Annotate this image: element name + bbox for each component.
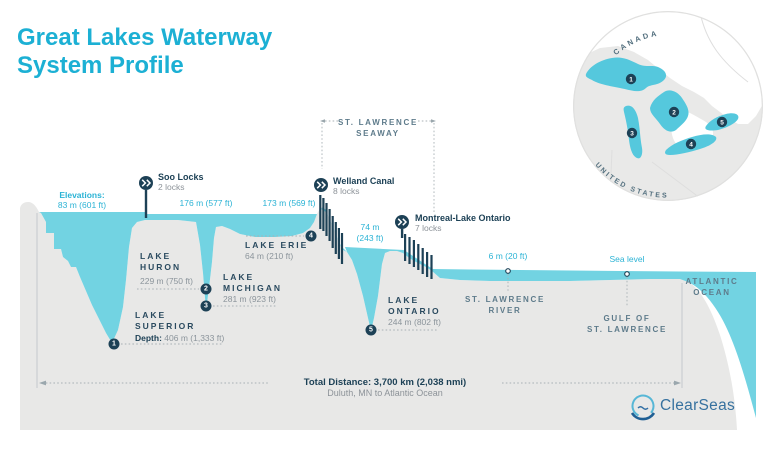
sea-level-label: Sea level xyxy=(609,254,645,264)
st-lawrence-river-label: ST. LAWRENCE RIVER xyxy=(465,295,545,315)
lake-michigan-label: LAKE MICHIGAN xyxy=(223,272,282,293)
map-marker-2: 2 xyxy=(672,109,676,116)
lake-superior-depth: Depth: 406 m (1,333 ft) xyxy=(135,333,225,343)
welland-canal-icon xyxy=(314,178,328,192)
elevation-river: 6 m (20 ft) xyxy=(488,251,528,261)
clearseas-logo-icon xyxy=(630,394,656,421)
elevation-huron-michigan: 176 m (577 ft) xyxy=(179,198,233,208)
map-marker-3: 3 xyxy=(630,130,634,137)
lake-ontario-label: LAKE ONTARIO xyxy=(388,295,441,316)
lake-ontario-water xyxy=(345,247,404,331)
map-marker-4: 4 xyxy=(689,141,693,148)
elevation-lake-ontario-line2: (243 ft) xyxy=(356,233,384,243)
montreal-icon-stem xyxy=(400,229,404,238)
dotted-leaders xyxy=(42,120,678,384)
marker-lake-erie: 4 xyxy=(305,230,317,242)
soo-lock-bar xyxy=(144,190,148,218)
gulf-of-st-lawrence-label: GULF OF ST. LAWRENCE xyxy=(587,314,667,334)
arrowheads xyxy=(39,119,681,386)
map-marker-1: 1 xyxy=(629,76,633,83)
page-title-line1: Great Lakes Waterway xyxy=(17,24,273,51)
soo-locks-name: Soo Locks xyxy=(158,172,204,182)
seaway-label-line2: SEAWAY xyxy=(356,129,400,138)
elevation-lake-erie: 173 m (569 ft) xyxy=(262,198,316,208)
elevation-lake-superior: 83 m (601 ft) xyxy=(57,200,107,210)
map-marker-5: 5 xyxy=(720,119,724,126)
welland-canal-name: Welland Canal xyxy=(333,176,395,186)
lake-michigan-depth: 281 m (923 ft) xyxy=(223,294,276,304)
montreal-locks-icon xyxy=(395,215,409,229)
upper-lakes-water xyxy=(39,212,317,343)
page-title-line2: System Profile xyxy=(17,52,184,79)
page-title: Great Lakes Waterway System Profile xyxy=(17,24,272,80)
river-atlantic-water xyxy=(432,269,756,418)
marker-lake-huron: 2 xyxy=(200,283,212,295)
lake-huron-depth: 229 m (750 ft) xyxy=(140,276,193,286)
soo-locks-icon xyxy=(139,176,153,190)
soo-locks-count: 2 locks xyxy=(158,182,185,192)
measurement-boundaries xyxy=(36,213,683,388)
lake-superior-label: LAKE SUPERIOR xyxy=(135,310,196,331)
clearseas-logo-text: ClearSeas xyxy=(660,397,736,414)
total-distance: Total Distance: 3,700 km (2,038 nmi) xyxy=(303,377,467,388)
lake-huron-label: LAKE HURON xyxy=(140,251,182,272)
land-cross-section xyxy=(20,202,737,430)
total-distance-route: Duluth, MN to Atlantic Ocean xyxy=(327,388,443,398)
marker-lake-superior: 1 xyxy=(108,338,120,350)
montreal-locks-count: 7 locks xyxy=(415,223,442,233)
lake-erie-depth: 64 m (210 ft) xyxy=(245,251,294,261)
atlantic-ocean-label: ATLANTIC OCEAN xyxy=(685,277,739,297)
map-lake-superior xyxy=(585,57,667,92)
map-circle-border xyxy=(573,11,763,201)
seaway-label: ST. LAWRENCE SEAWAY xyxy=(318,117,438,139)
marker-lake-ontario: 5 xyxy=(365,324,377,336)
map-markers: 1 2 3 4 5 xyxy=(625,73,728,150)
depth-label: Depth: xyxy=(135,333,162,343)
seaway-label-line1: ST. LAWRENCE xyxy=(338,118,418,127)
welland-canal-count: 8 locks xyxy=(333,186,360,196)
sea-level-tick xyxy=(624,271,630,277)
river-level-tick xyxy=(505,268,511,274)
locator-map: 1 2 3 4 5 CANADA UNITED STATES xyxy=(573,11,763,201)
lake-ontario-depth: 244 m (802 ft) xyxy=(388,317,441,327)
lake-erie-label: LAKE ERIE xyxy=(245,240,309,250)
map-canada-landmass xyxy=(573,11,763,124)
elevation-lake-ontario-line1: 74 m xyxy=(360,222,380,232)
montreal-locks-name: Montreal-Lake Ontario xyxy=(415,213,511,223)
marker-lake-michigan: 3 xyxy=(200,300,212,312)
elevations-heading: Elevations: xyxy=(59,190,105,200)
lock-gates xyxy=(144,190,433,279)
